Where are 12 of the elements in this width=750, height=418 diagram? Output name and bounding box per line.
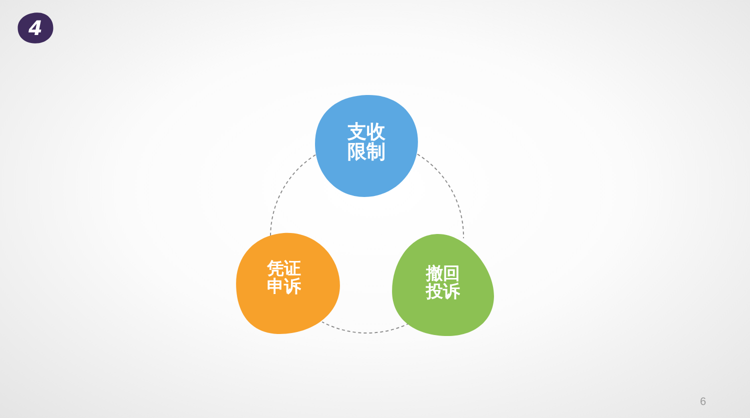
node-label: 撤回投诉 xyxy=(426,266,460,302)
dashed-arc xyxy=(322,321,410,334)
blob-node xyxy=(235,232,341,335)
node-label: 凭证申诉 xyxy=(266,260,302,296)
node-label: 支收限制 xyxy=(347,123,386,163)
dashed-arc xyxy=(416,154,464,239)
page-number: 6 xyxy=(700,397,706,408)
step-number: 4 xyxy=(28,18,42,38)
number-badge xyxy=(17,12,54,44)
dashed-arc xyxy=(270,154,316,236)
blob-node xyxy=(391,233,495,337)
blob-node xyxy=(314,94,419,198)
